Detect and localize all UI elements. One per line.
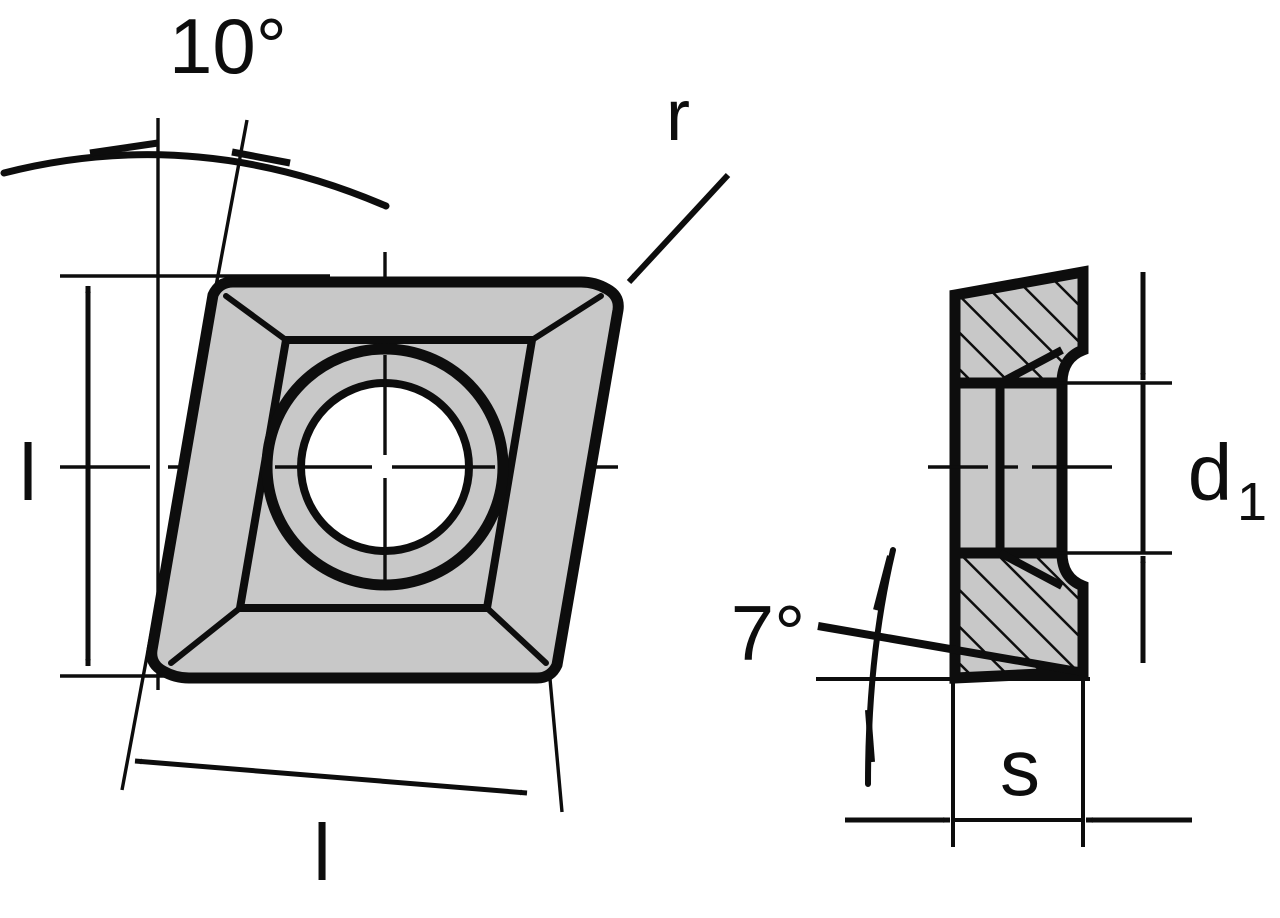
height-dimension-label: l <box>19 428 37 517</box>
bottom-countersink-chamfer <box>998 549 1064 590</box>
width-dimension-arrow <box>134 758 528 796</box>
side-view-bottom-section <box>949 547 1089 684</box>
clearance-arrow-lower <box>865 709 875 763</box>
chamfer-line-top-left <box>223 293 289 343</box>
width-dimension-annotation: l <box>134 758 528 897</box>
corner-radius-label: r <box>666 76 690 156</box>
hole-centerlines <box>275 355 495 580</box>
clearance-angle-annotation: 7° <box>731 547 1090 787</box>
bore-diameter-dimension: d 1 <box>1140 272 1267 663</box>
side-view-group: d 1 7° s <box>731 265 1267 847</box>
rake-angle-arrow-right <box>231 148 291 167</box>
top-view-group: 10° r l l <box>0 2 731 897</box>
chamfer-line-bottom-right <box>484 605 549 666</box>
thickness-label: s <box>1000 723 1040 812</box>
clearance-arrow-upper <box>873 555 893 611</box>
bore-diameter-extension-lines <box>1058 381 1172 555</box>
side-view-top-section <box>949 265 1089 389</box>
bore-diameter-label: d <box>1188 428 1233 517</box>
bore-diameter-subscript: 1 <box>1237 472 1267 532</box>
corner-radius-annotation: r <box>626 76 731 285</box>
clearance-angle-line <box>817 622 1084 676</box>
rake-angle-arc <box>0 151 390 210</box>
thickness-dimension-annotation: s <box>845 664 1192 847</box>
chamfer-line-bottom-left <box>168 605 243 666</box>
rake-angle-arrow-left <box>89 139 159 157</box>
corner-radius-leader-line <box>626 172 731 285</box>
corner-chamfer-lines <box>168 293 604 666</box>
height-dimension-annotation: l <box>19 285 91 667</box>
width-dimension-label: l <box>313 808 331 897</box>
rake-angle-annotation: 10° <box>0 2 390 210</box>
bottom-section-outline <box>949 547 1089 684</box>
chamfer-line-top-right <box>529 293 604 343</box>
rake-angle-label: 10° <box>169 2 287 90</box>
clearance-angle-label: 7° <box>731 589 806 677</box>
